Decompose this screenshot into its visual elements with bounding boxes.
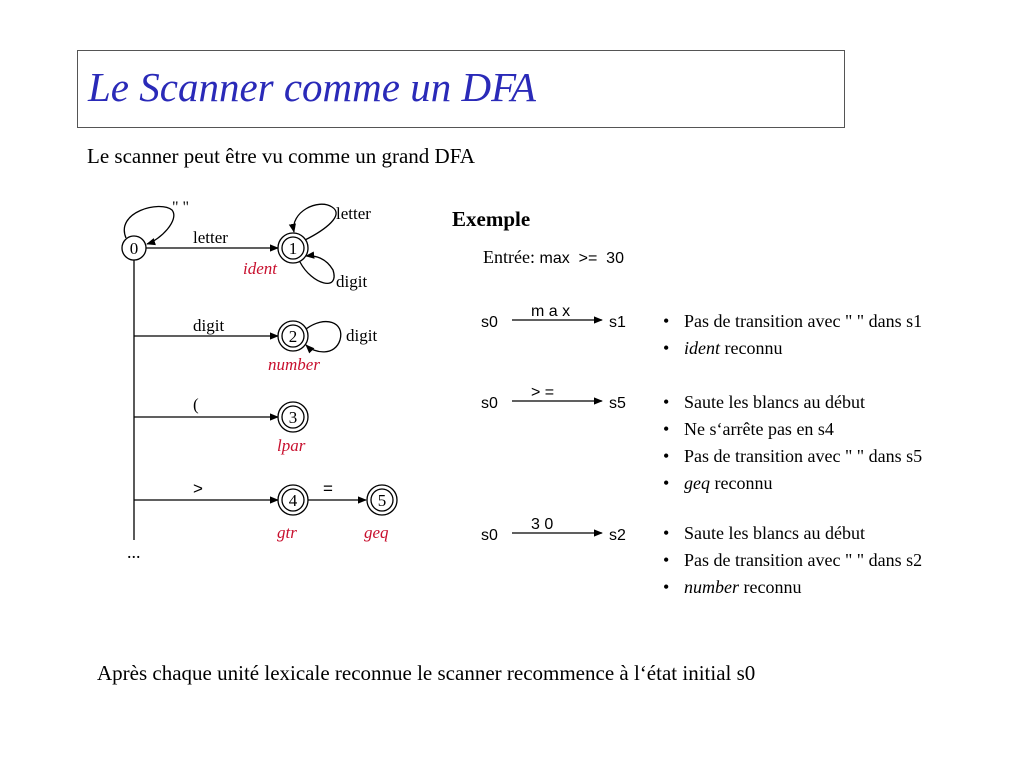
example-row-1-bullets: Pas de transition avec " " dans s1 ident…: [663, 308, 922, 362]
example-input-label: Entrée:: [483, 247, 535, 267]
example-row-3-bullets: Saute les blancs au début Pas de transit…: [663, 520, 922, 601]
example-heading: Exemple: [452, 207, 531, 231]
list-item: ident reconnu: [663, 335, 922, 362]
edge-label-space: " ": [172, 199, 189, 216]
state-2: 2: [277, 320, 309, 352]
token-ident: ident: [243, 259, 278, 278]
dfa-ellipsis: ...: [127, 542, 141, 562]
edge-label-lpar: (: [193, 395, 199, 414]
state-0: 0: [121, 235, 147, 261]
state-1-label: 1: [289, 239, 298, 258]
example-row-2-to: s5: [609, 395, 626, 412]
edge-0-0-space: [123, 205, 175, 246]
edge-label-gtr: >: [193, 479, 203, 498]
list-item: Saute les blancs au début: [663, 389, 922, 416]
list-item: number reconnu: [663, 574, 922, 601]
state-4-label: 4: [289, 491, 298, 510]
edge-label-letter: letter: [193, 228, 228, 247]
subtitle: Le scanner peut être vu comme un grand D…: [87, 144, 475, 168]
example-row-1-from: s0: [481, 314, 498, 331]
example-row-1-arrow: s0 m a x s1: [481, 303, 626, 331]
edge-label-2-digit: digit: [346, 326, 377, 345]
list-item: Saute les blancs au début: [663, 520, 922, 547]
list-item: geq reconnu: [663, 470, 922, 497]
example-row-1-label: m a x: [531, 303, 570, 320]
token-lpar: lpar: [277, 436, 306, 455]
state-3: 3: [277, 401, 309, 433]
example-row-3-to: s2: [609, 527, 626, 544]
edge-label-eq: =: [323, 479, 333, 498]
token-geq: geq: [364, 523, 389, 542]
example-row-3-arrow: s0 3 0 s2: [481, 516, 626, 544]
list-item: Pas de transition avec " " dans s1: [663, 308, 922, 335]
title-box: Le Scanner comme un DFA: [77, 50, 845, 128]
example-row-2-arrow: s0 > = s5: [481, 384, 626, 412]
example-input: Entrée: max >= 30: [483, 247, 624, 268]
example-input-value: max >= 30: [539, 250, 624, 267]
state-5: 5: [366, 484, 398, 516]
edge-1-1-digit: [299, 251, 335, 284]
footer-note: Après chaque unité lexicale reconnue le …: [97, 661, 756, 685]
edge-label-digit: digit: [193, 316, 224, 335]
edge-2-2-digit: [305, 320, 342, 354]
example-row-3-from: s0: [481, 527, 498, 544]
edge-label-1-digit: digit: [336, 272, 367, 291]
state-5-label: 5: [378, 491, 387, 510]
token-gtr: gtr: [277, 523, 297, 542]
example-row-2-bullets: Saute les blancs au début Ne s‘arrête pa…: [663, 389, 922, 497]
list-item: Pas de transition avec " " dans s2: [663, 547, 922, 574]
example-row-1-to: s1: [609, 314, 626, 331]
state-4: 4: [277, 484, 309, 516]
state-2-label: 2: [289, 327, 298, 346]
edge-1-1-letter: [288, 203, 337, 241]
state-1: 1: [277, 232, 309, 264]
state-3-label: 3: [289, 408, 298, 427]
example-row-3-label: 3 0: [531, 516, 553, 533]
edge-label-1-letter: letter: [336, 204, 371, 223]
list-item: Ne s‘arrête pas en s4: [663, 416, 922, 443]
example-row-2-label: > =: [531, 384, 554, 401]
token-number: number: [268, 355, 320, 374]
list-item: Pas de transition avec " " dans s5: [663, 443, 922, 470]
page-title: Le Scanner comme un DFA: [88, 64, 536, 110]
example-row-2-from: s0: [481, 395, 498, 412]
state-0-label: 0: [130, 239, 139, 258]
